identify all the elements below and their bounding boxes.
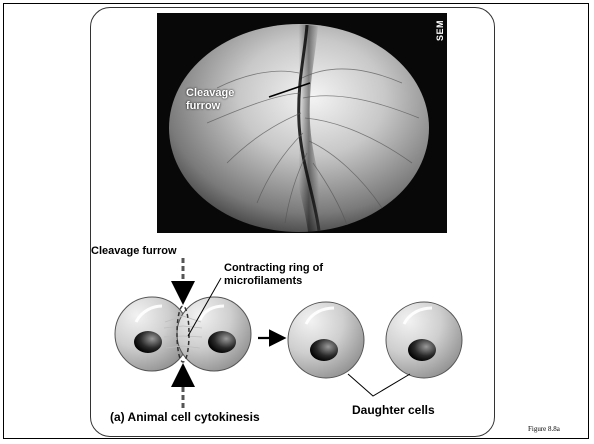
cleavage-furrow-label: Cleavage furrow bbox=[91, 245, 177, 258]
ring-label-line1: Contracting ring of bbox=[224, 262, 323, 275]
photo-label-line2: furrow bbox=[186, 100, 266, 113]
figure-caption: (a) Animal cell cytokinesis bbox=[110, 411, 260, 424]
photo-label-line1: Cleavage bbox=[186, 87, 266, 100]
daughter-cell-right bbox=[386, 302, 462, 378]
sem-tag: SEM bbox=[433, 15, 447, 45]
photo-furrow-label: Cleavage furrow bbox=[186, 87, 266, 113]
daughter-bracket bbox=[348, 374, 410, 396]
ring-label-line2: microfilaments bbox=[224, 275, 323, 288]
nucleus-left bbox=[134, 331, 162, 353]
sem-micrograph bbox=[157, 13, 447, 233]
figure-number: Figure 8.8a bbox=[528, 425, 560, 433]
daughter-cell-left bbox=[288, 302, 364, 378]
contracting-ring-label: Contracting ring of microfilaments bbox=[224, 262, 323, 288]
nucleus-right bbox=[208, 331, 236, 353]
daughter-cells-label: Daughter cells bbox=[352, 404, 435, 417]
